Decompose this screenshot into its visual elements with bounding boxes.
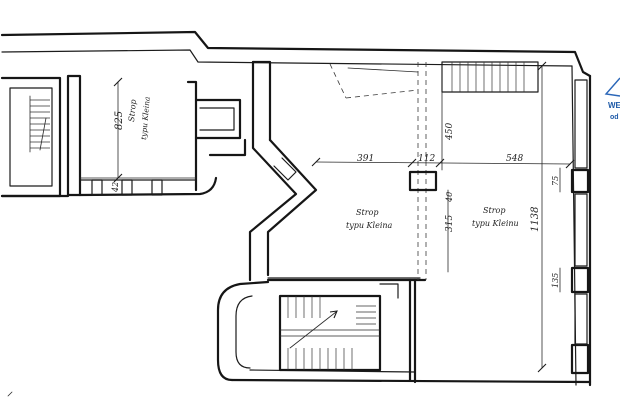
left-link-lower-wall [208,138,247,157]
dim-label-40: 40 [445,192,454,203]
left-wing-bottom-wall [0,176,218,198]
stair-well-outline [278,294,382,372]
dim-label-75: 75 [551,176,560,186]
right-room-label-1: Strop [483,206,505,215]
dim-label-112: 112 [418,154,435,164]
left-room-label-2: typu Kleina [139,96,152,140]
left-wing [0,74,247,198]
dimension-labels: 825 391 112 548 450 40 315 1138 75 135 4… [111,111,560,288]
dimension-lines [311,61,575,373]
dim-label-825: 825 [114,111,125,130]
bottom-staircase [216,278,417,384]
diagonal-wall-inner [248,60,298,282]
left-stair-enclosure [0,76,62,198]
center-room-label-2: typu Kleina [346,221,393,230]
right-pillar-bottom [570,343,590,375]
right-pillar-top [570,168,590,194]
central-partitions [248,60,427,282]
right-pillar-mid [570,266,590,294]
bottom-wall [230,378,592,384]
center-room-label-1: Strop [356,208,378,217]
window-left-2 [121,179,133,196]
dim-label-450: 450 [445,123,455,141]
blue-callout: WE od [604,77,620,121]
dim-label-548: 548 [506,154,523,164]
top-facade-inner-line [1,49,573,67]
diagonal-wall-outer [266,138,318,277]
right-window-2 [574,193,588,267]
blue-callout-line1: WE [608,101,620,110]
corner-mark [7,391,13,397]
right-room-label-2: typu Kleinu [472,219,519,228]
top-stair-outline [441,61,539,93]
left-room-label-1: Strop [127,99,138,122]
left-stair-treads [29,95,50,153]
dim-label-1138: 1138 [530,207,541,232]
right-window-1 [574,79,588,169]
blue-callout-line2: od [610,114,619,121]
window-left-1 [91,179,103,196]
right-window-3 [574,293,588,345]
left-stair-inner [9,87,53,187]
window-left-3 [151,179,163,196]
dim-label-42: 42 [111,182,120,193]
left-link-wall [194,98,242,140]
pillars [408,79,590,375]
dim-label-135: 135 [551,273,560,288]
center-pillar [408,170,438,192]
dim-label-315: 315 [445,215,455,232]
stair-rounded-wall-inner [235,295,253,369]
left-room-right-wall [186,80,198,192]
column-top-center [251,60,272,142]
top-stair [441,61,539,93]
dim-label-391: 391 [357,154,374,164]
diagonal-wall-notch [273,157,297,181]
stair-rounded-wall-outer [216,280,270,382]
top-facade-wall [0,30,592,78]
room-labels: Strop typu Kleina Strop typu Kleina Stro… [127,96,519,230]
dim-line-horizontal [315,161,571,165]
blue-callout-arrow [604,77,620,97]
left-link-inner [199,107,235,131]
left-wing-divider [66,74,82,197]
